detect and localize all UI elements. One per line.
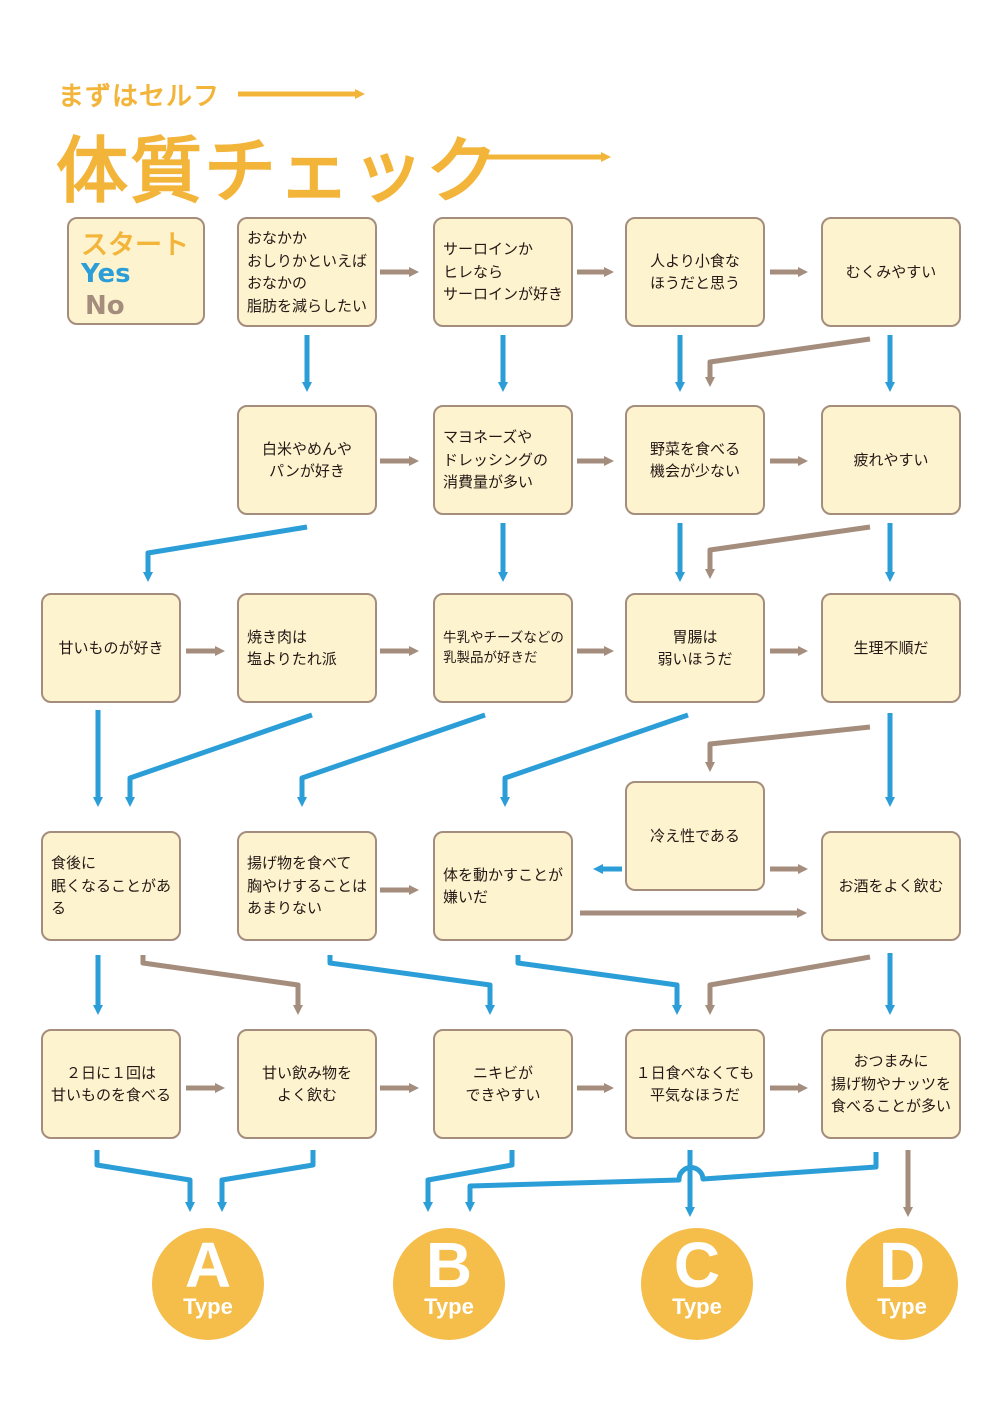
page-title: 体質チェック	[56, 129, 501, 213]
type-b-word: Type	[424, 1294, 474, 1319]
question-box-13: 生理不順だ	[821, 593, 961, 703]
question-box-6: マヨネーズや ドレッシングの 消費量が多い	[433, 405, 573, 515]
question-box-16: 揚げ物を食べて 胸やけすることは あまりない	[237, 831, 377, 941]
question-box-9: 甘いものが好き	[41, 593, 181, 703]
question-box-15: 食後に 眠くなることがある	[41, 831, 181, 941]
question-box-14: 冷え性である	[625, 781, 765, 891]
question-box-23: おつまみに 揚げ物やナッツを 食べることが多い	[821, 1029, 961, 1139]
result-type-b: B Type	[393, 1228, 505, 1340]
question-box-1: おなかか おしりかといえば おなかの 脂肪を減らしたい	[237, 217, 377, 327]
legend: スタート Yes No	[67, 217, 205, 325]
type-a-word: Type	[183, 1294, 233, 1319]
question-box-3: 人より小食な ほうだと思う	[625, 217, 765, 327]
question-box-17: 体を動かすことが 嫌いだ	[433, 831, 573, 941]
question-box-11: 牛乳やチーズなどの 乳製品が好きだ	[433, 593, 573, 703]
legend-start-label: スタート	[81, 230, 189, 261]
subtitle: まずはセルフ	[58, 82, 221, 112]
type-c-word: Type	[672, 1294, 722, 1319]
question-box-5: 白米やめんや パンが好き	[237, 405, 377, 515]
question-box-12: 胃腸は 弱いほうだ	[625, 593, 765, 703]
type-c-letter: C	[673, 1229, 721, 1301]
type-a-letter: A	[184, 1229, 232, 1301]
question-box-20: 甘い飲み物を よく飲む	[237, 1029, 377, 1139]
question-box-4: むくみやすい	[821, 217, 961, 327]
yes-arrows	[93, 335, 895, 1217]
type-b-letter: B	[425, 1229, 473, 1301]
question-box-8: 疲れやすい	[821, 405, 961, 515]
legend-no-label: No	[85, 291, 125, 321]
title-arrows	[238, 89, 611, 162]
question-box-10: 焼き肉は 塩よりたれ派	[237, 593, 377, 703]
legend-yes-label: Yes	[81, 259, 131, 289]
question-box-7: 野菜を食べる 機会が少ない	[625, 405, 765, 515]
question-box-2: サーロインか ヒレなら サーロインが好き	[433, 217, 573, 327]
no-arrows	[140, 267, 913, 1217]
type-d-word: Type	[877, 1294, 927, 1319]
question-box-18: お酒をよく飲む	[821, 831, 961, 941]
result-type-a: A Type	[152, 1228, 264, 1340]
question-box-19: ２日に１回は 甘いものを食べる	[41, 1029, 181, 1139]
type-d-letter: D	[878, 1229, 926, 1301]
result-type-c: C Type	[641, 1228, 753, 1340]
question-box-21: ニキビが できやすい	[433, 1029, 573, 1139]
result-type-d: D Type	[846, 1228, 958, 1340]
question-box-22: １日食べなくても 平気なほうだ	[625, 1029, 765, 1139]
